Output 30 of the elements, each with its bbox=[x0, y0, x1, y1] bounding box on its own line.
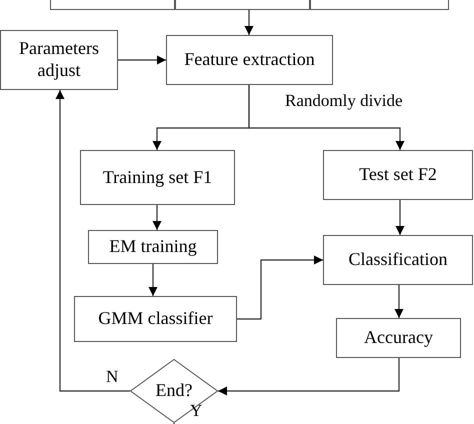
arrow bbox=[237, 256, 323, 320]
arrow bbox=[394, 285, 404, 318]
note-label: Randomly divide bbox=[285, 92, 403, 109]
process-box bbox=[88, 230, 218, 264]
node-text: Accuracy bbox=[364, 327, 433, 349]
note-label: Y bbox=[190, 402, 202, 419]
node-text: Test set F2 bbox=[359, 164, 437, 186]
process-box bbox=[80, 150, 235, 205]
process-box bbox=[323, 235, 473, 285]
process-box bbox=[74, 296, 237, 342]
arrow bbox=[152, 205, 162, 230]
process-box bbox=[0, 30, 118, 90]
arrow bbox=[396, 200, 404, 235]
edge-label: N bbox=[106, 368, 118, 385]
node-text: GMM classifier bbox=[98, 308, 213, 330]
process-box bbox=[166, 35, 333, 85]
node-text: Feature extraction bbox=[184, 49, 315, 71]
arrow bbox=[218, 358, 400, 396]
node-text: Classification bbox=[348, 249, 448, 271]
node-text: Training set F1 bbox=[102, 166, 212, 188]
process-box bbox=[336, 318, 461, 358]
arrow bbox=[118, 56, 166, 64]
arrow bbox=[56, 90, 130, 392]
node-text: Parameters adjust bbox=[18, 38, 100, 82]
arrow bbox=[244, 10, 254, 35]
node-text: End? bbox=[156, 380, 192, 402]
arrow bbox=[248, 85, 404, 150]
node-text: EM training bbox=[109, 236, 197, 258]
arrow bbox=[148, 264, 158, 296]
process-box bbox=[323, 150, 473, 200]
